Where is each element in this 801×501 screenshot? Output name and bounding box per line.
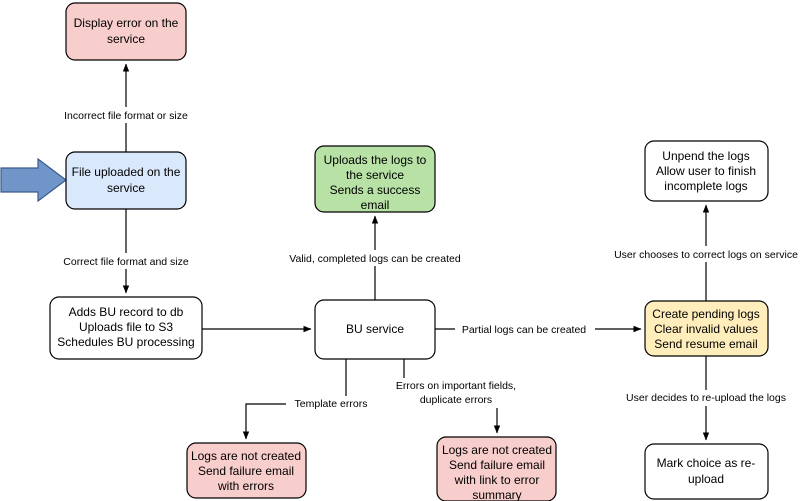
node-logs-not-created-summary-line3: with link to error bbox=[454, 473, 540, 487]
node-unpend-logs-line1: Unpend the logs bbox=[662, 149, 749, 163]
node-create-pending-logs[interactable]: Create pending logs Clear invalid values… bbox=[644, 300, 769, 357]
edge-label-bg bbox=[618, 390, 795, 406]
node-bu-service[interactable]: BU service bbox=[314, 299, 436, 360]
node-unpend-logs-line2: Allow user to finish bbox=[656, 164, 756, 178]
edge-label-valid-completed-logs: Valid, completed logs can be created bbox=[289, 253, 461, 265]
entry-arrow bbox=[0, 157, 67, 203]
edge-bu-service-to-logs-not-created-errors: Template errors bbox=[242, 359, 376, 440]
node-logs-not-created-summary-line1: Logs are not created bbox=[442, 443, 552, 457]
node-create-pending-logs-line1: Create pending logs bbox=[652, 307, 759, 321]
edge-label-bg bbox=[54, 107, 198, 123]
node-file-uploaded[interactable]: File uploaded on the service bbox=[65, 151, 187, 210]
node-create-pending-logs-line2: Clear invalid values bbox=[654, 322, 758, 336]
node-display-error-line2: service bbox=[107, 32, 145, 46]
node-mark-choice[interactable]: Mark choice as re- upload bbox=[644, 443, 769, 500]
node-logs-not-created-summary-line2: Send failure email bbox=[449, 458, 545, 472]
edge-create-pending-logs-to-mark-choice: User decides to re-upload the logs bbox=[618, 356, 795, 441]
node-create-pending-logs-line3: Send resume email bbox=[654, 337, 757, 351]
node-uploads-logs[interactable]: Uploads the logs to the service Sends a … bbox=[314, 145, 436, 213]
node-bu-service-label: BU service bbox=[346, 322, 404, 336]
edge-label-errors-important-fields-line1: Errors on important fields, bbox=[396, 380, 516, 392]
node-adds-bu-record-line1: Adds BU record to db bbox=[69, 305, 184, 319]
node-logs-not-created-errors-line3: with errors bbox=[217, 479, 274, 493]
node-uploads-logs-line3: Sends a success bbox=[330, 183, 421, 197]
edge-label-user-corrects-logs: User chooses to correct logs on service bbox=[614, 249, 798, 261]
node-adds-bu-record-line3: Schedules BU processing bbox=[57, 335, 194, 349]
edge-bu-service-to-create-pending-logs: Partial logs can be created bbox=[435, 321, 642, 337]
node-adds-bu-record[interactable]: Adds BU record to db Uploads file to S3 … bbox=[49, 296, 203, 360]
edge-label-user-reupload: User decides to re-upload the logs bbox=[626, 392, 786, 404]
node-uploads-logs-line4: email bbox=[361, 198, 390, 212]
node-logs-not-created-summary-line4: summary bbox=[472, 488, 521, 501]
node-file-uploaded-line2: service bbox=[107, 181, 145, 195]
node-mark-choice-line1: Mark choice as re- bbox=[657, 456, 756, 470]
edge-label-template-errors: Template errors bbox=[295, 398, 368, 410]
edge-label-bg bbox=[390, 378, 522, 408]
edge-label-bg bbox=[54, 253, 198, 269]
edge-label-correct-format: Correct file format and size bbox=[63, 256, 189, 268]
edge-label-bg bbox=[286, 396, 376, 412]
edge-label-bg bbox=[281, 250, 471, 266]
node-adds-bu-record-line2: Uploads file to S3 bbox=[79, 320, 173, 334]
node-unpend-logs[interactable]: Unpend the logs Allow user to finish inc… bbox=[644, 140, 769, 202]
edge-file-uploaded-to-display-error: Incorrect file format or size bbox=[54, 63, 198, 152]
node-unpend-logs-line3: incomplete logs bbox=[664, 179, 747, 193]
edge-label-bg bbox=[604, 246, 801, 262]
edge-label-errors-important-fields-line2: duplicate errors bbox=[420, 394, 492, 406]
edge-bu-service-to-uploads-logs: Valid, completed logs can be created bbox=[281, 215, 471, 300]
node-mark-choice-line2: upload bbox=[688, 472, 724, 486]
node-file-uploaded-line1: File uploaded on the bbox=[72, 165, 181, 179]
node-logs-not-created-errors[interactable]: Logs are not created Send failure email … bbox=[186, 442, 307, 499]
node-display-error-line1: Display error on the bbox=[74, 16, 179, 30]
node-logs-not-created-errors-line1: Logs are not created bbox=[191, 449, 301, 463]
edge-bu-service-to-logs-not-created-summary: Errors on important fields, duplicate er… bbox=[390, 359, 522, 434]
edge-label-bg bbox=[455, 321, 595, 337]
node-uploads-logs-line2: the service bbox=[346, 168, 404, 182]
node-logs-not-created-summary[interactable]: Logs are not created Send failure email … bbox=[436, 436, 557, 501]
node-uploads-logs-line1: Uploads the logs to bbox=[324, 153, 427, 167]
edge-file-uploaded-to-adds-bu-record: Correct file format and size bbox=[54, 209, 198, 294]
edge-label-partial-logs: Partial logs can be created bbox=[462, 324, 586, 336]
edge-label-incorrect-format: Incorrect file format or size bbox=[64, 110, 188, 122]
node-display-error[interactable]: Display error on the service bbox=[65, 2, 187, 61]
node-logs-not-created-errors-line2: Send failure email bbox=[198, 464, 294, 478]
edge-create-pending-logs-to-unpend-logs: User chooses to correct logs on service bbox=[604, 204, 801, 301]
